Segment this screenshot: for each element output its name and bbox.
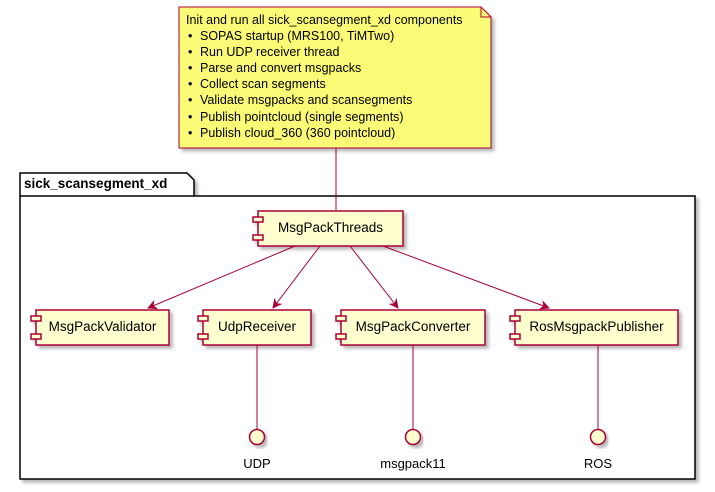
component-msgpackthreads[interactable] <box>252 210 404 247</box>
interface-msgpack-label: msgpack11 <box>380 456 446 471</box>
component-msgpackconverter-label: MsgPackConverter <box>355 319 471 334</box>
note-item: Publish cloud_360 (360 pointcloud) <box>186 125 486 141</box>
note-item: Publish pointcloud (single segments) <box>186 109 486 125</box>
component-msgpackvalidator[interactable] <box>30 309 170 346</box>
component-msgpackvalidator-label: MsgPackValidator <box>48 319 157 334</box>
note-item: Run UDP receiver thread <box>186 44 486 60</box>
note-text: Init and run all sick_scansegment_xd com… <box>186 12 486 141</box>
arrow-to-udpreceiver <box>272 245 321 309</box>
package-title: sick_scansegment_xd <box>24 176 168 191</box>
interface-ros-icon <box>589 428 607 446</box>
arrow-to-publisher <box>382 245 550 310</box>
note-title: Init and run all sick_scansegment_xd com… <box>186 13 463 27</box>
note-item: Collect scan segments <box>186 76 486 92</box>
component-rosmsgpackpublisher[interactable] <box>509 309 679 346</box>
interface-ros-label: ROS <box>583 456 613 471</box>
component-msgpackthreads-label: MsgPackThreads <box>277 220 384 235</box>
component-udpreceiver-label: UdpReceiver <box>217 319 297 334</box>
interface-udp-label: UDP <box>243 456 271 471</box>
note-item: Parse and convert msgpacks <box>186 60 486 76</box>
arrow-to-validator <box>147 245 296 310</box>
interface-udp-icon <box>248 428 266 446</box>
note-item: SOPAS startup (MRS100, TiMTwo) <box>186 28 486 44</box>
arrow-to-converter <box>349 245 399 309</box>
component-udpreceiver[interactable] <box>197 309 312 346</box>
component-rosmsgpackpublisher-label: RosMsgpackPublisher <box>529 319 664 334</box>
note-item: Validate msgpacks and scansegments <box>186 92 486 108</box>
interface-msgpack-icon <box>404 428 422 446</box>
component-msgpackconverter[interactable] <box>335 309 486 346</box>
